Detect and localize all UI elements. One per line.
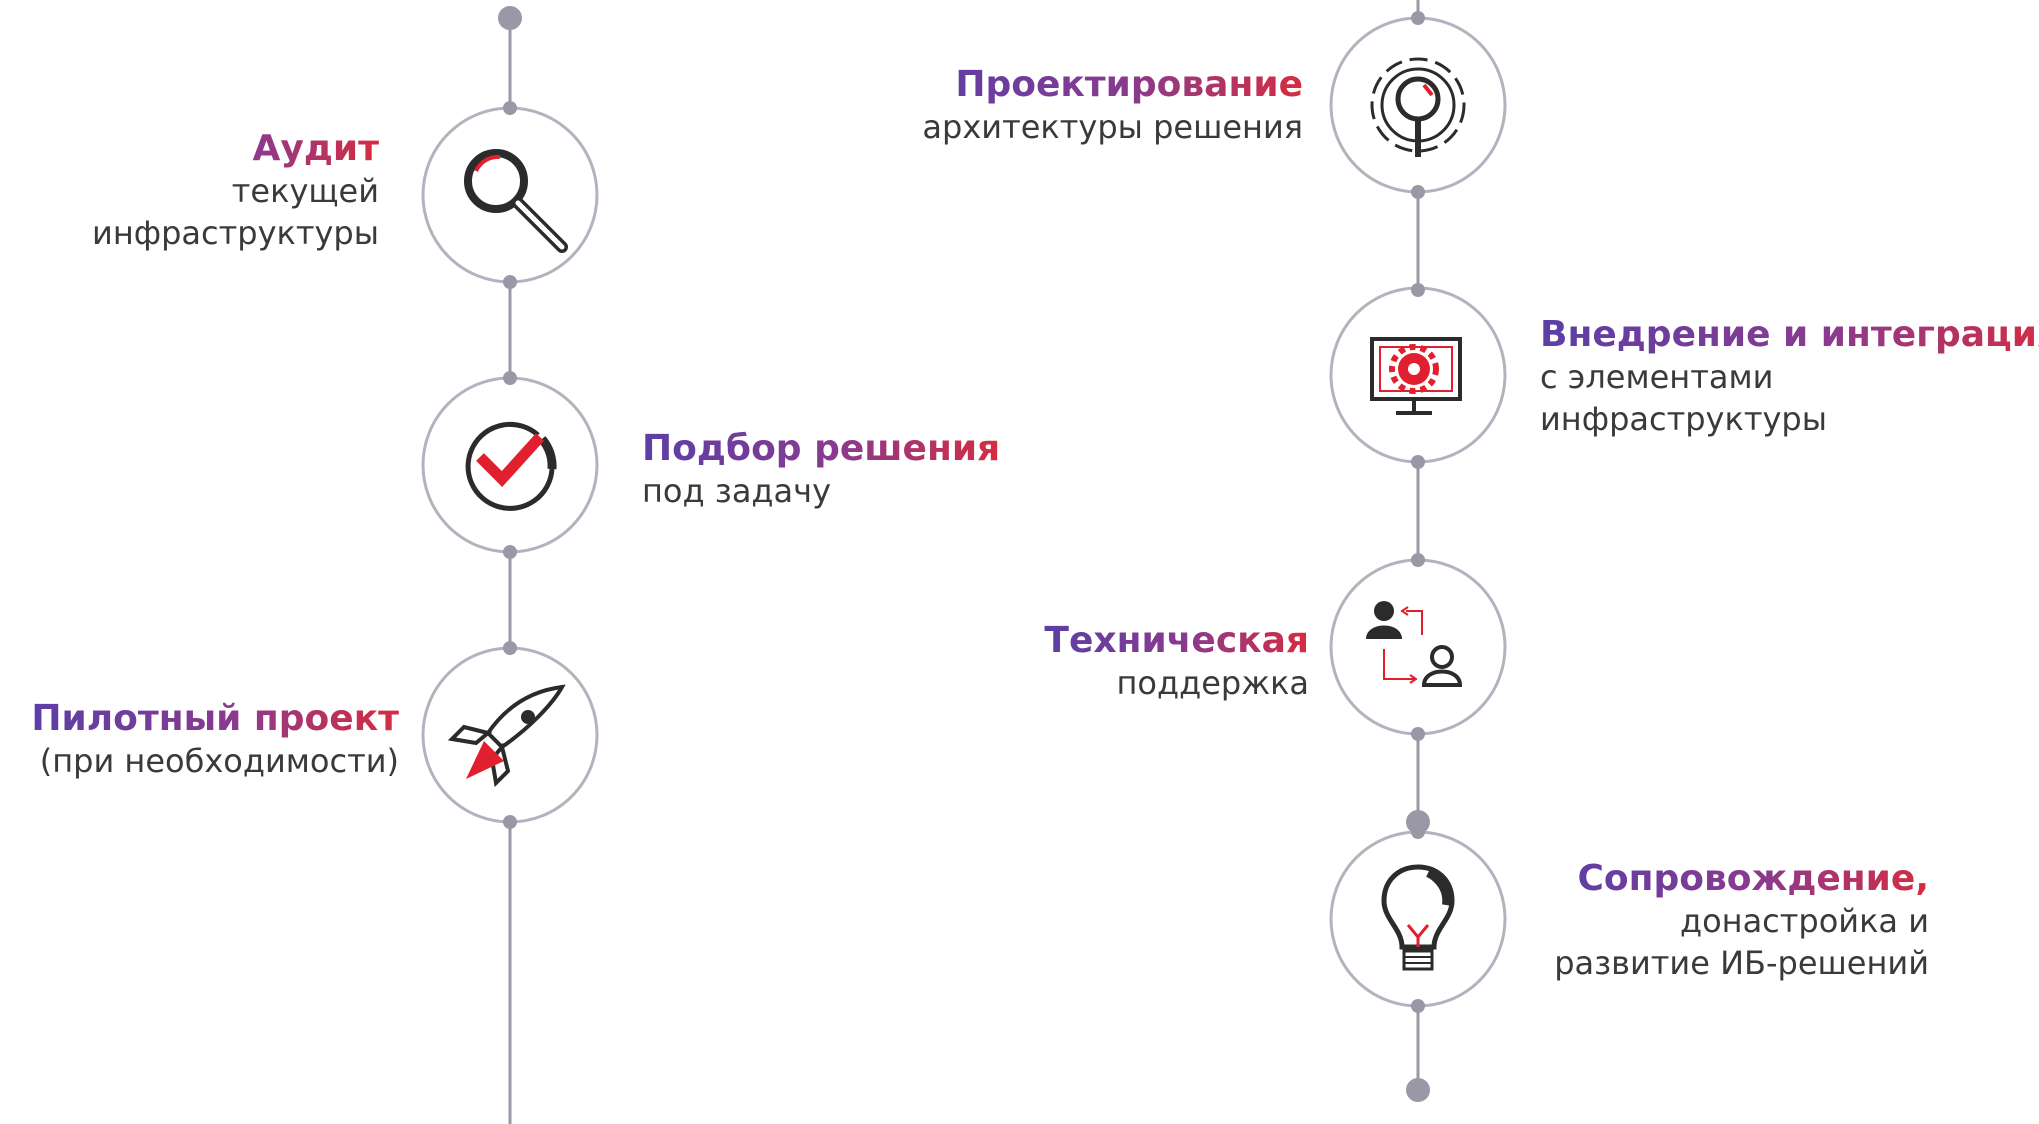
timeline-junction-dot bbox=[1406, 810, 1430, 834]
monitor-gear-icon bbox=[1370, 337, 1462, 415]
timeline-end-dot bbox=[1406, 1078, 1430, 1102]
step-label-support: Техническая поддержка bbox=[1044, 620, 1309, 704]
step-subtitle: (при необходимости) bbox=[39, 742, 399, 780]
lightbulb-icon bbox=[1381, 864, 1455, 971]
step-label-pilot: Пилотный проект (при необходимости) bbox=[31, 698, 399, 782]
step-circle-audit bbox=[421, 106, 599, 284]
timeline-dots bbox=[498, 6, 1430, 1102]
step-subtitle: инфраструктуры bbox=[1540, 400, 1827, 438]
magnifier-icon bbox=[464, 149, 568, 253]
step-circle-support bbox=[1329, 558, 1507, 736]
step-label-maintenance: Сопровождение, донастройка и развитие ИБ… bbox=[1554, 858, 1929, 984]
step-subtitle: поддержка bbox=[1116, 664, 1309, 702]
step-title: Техническая bbox=[1044, 620, 1309, 661]
step-title: Подбор решения bbox=[642, 428, 1001, 469]
step-subtitle: архитектуры решения bbox=[922, 108, 1303, 146]
step-title: Пилотный проект bbox=[31, 698, 399, 739]
step-subtitle: развитие ИБ-решений bbox=[1554, 944, 1929, 982]
users-exchange-icon bbox=[1366, 601, 1463, 687]
step-label-integration: Внедрение и интеграция с элементами инфр… bbox=[1540, 314, 2039, 440]
timeline-start-dot bbox=[498, 6, 522, 30]
step-label-design: Проектирование архитектуры решения bbox=[922, 64, 1303, 148]
step-title: Сопровождение, bbox=[1554, 858, 1929, 900]
step-subtitle: текущей bbox=[231, 172, 379, 210]
step-title: Аудит bbox=[92, 128, 380, 170]
node-dots bbox=[503, 11, 1425, 1013]
step-circle-design bbox=[1329, 16, 1507, 194]
step-title: Проектирование bbox=[922, 64, 1303, 106]
checkmark-icon bbox=[465, 421, 557, 511]
step-subtitle: с элементами bbox=[1540, 358, 1774, 396]
step-label-audit: Аудит текущей инфраструктуры bbox=[92, 128, 379, 254]
rocket-icon bbox=[447, 684, 566, 788]
step-subtitle: под задачу bbox=[642, 472, 831, 510]
step-subtitle: инфраструктуры bbox=[92, 214, 379, 252]
step-label-selection: Подбор решения под задачу bbox=[642, 428, 1000, 512]
step-circles bbox=[421, 16, 1507, 1008]
step-title: Внедрение и интеграция bbox=[1540, 314, 2039, 356]
step-subtitle: донастройка и bbox=[1679, 902, 1929, 940]
gear-wrench-icon bbox=[1370, 57, 1466, 157]
